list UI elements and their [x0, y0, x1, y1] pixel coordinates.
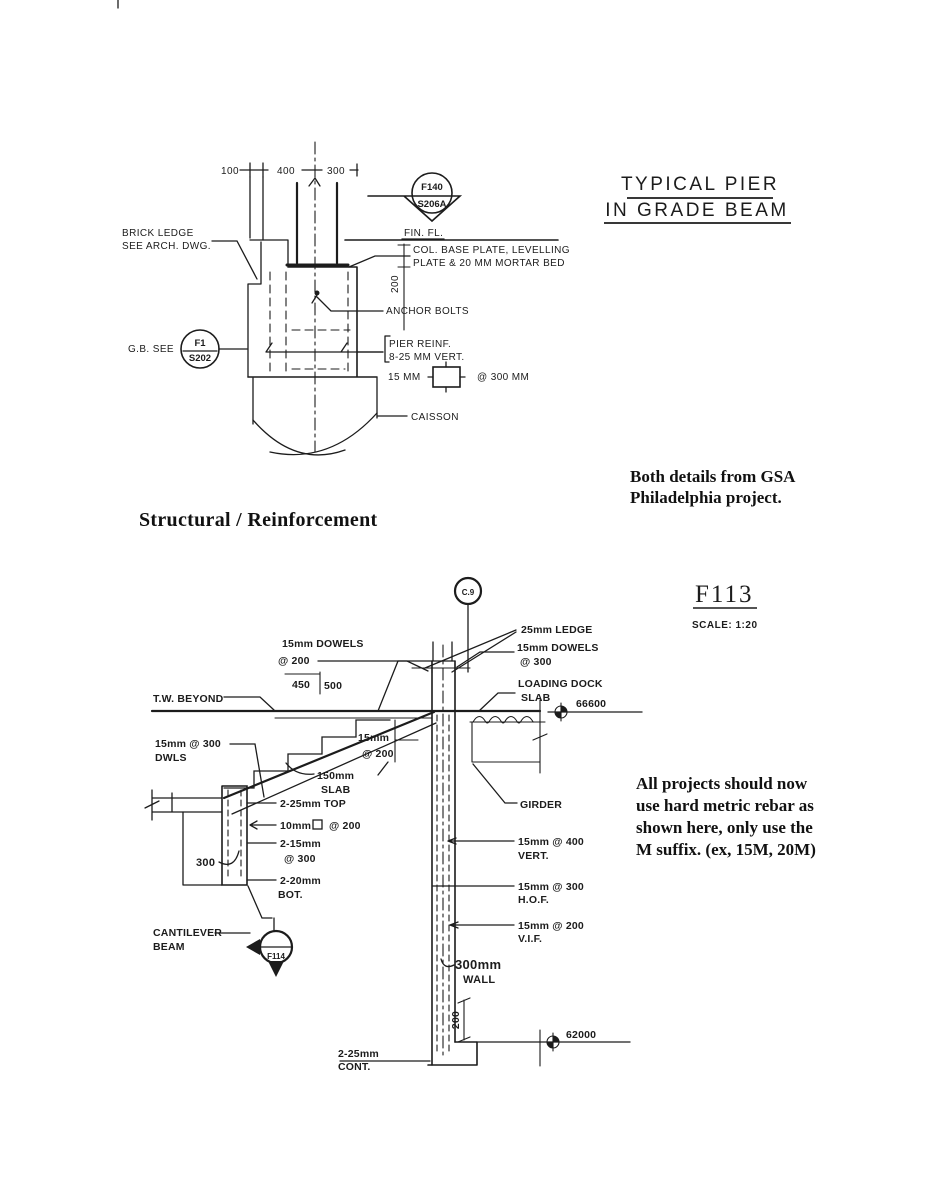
label-col-base-1: COL. BASE PLATE, LEVELLING: [413, 245, 570, 256]
note-metric-rebar: All projects should now use hard metric …: [636, 773, 816, 861]
grid-bubble-label: C.9: [462, 588, 475, 597]
label-dowels300-2: @ 300: [520, 656, 552, 668]
label-slab150-2: SLAB: [321, 784, 351, 796]
label-ledge: 25mm LEDGE: [521, 624, 592, 636]
section-bubble-label: F114: [267, 952, 285, 961]
elevation-target-bottom-icon: [476, 1029, 631, 1067]
label-gb-see: G.B. SEE: [128, 344, 174, 355]
label-cont-2: CONT.: [338, 1061, 371, 1073]
label-vif-2: V.I.F.: [518, 933, 542, 945]
dim-200-footing: 200: [450, 1011, 462, 1029]
label-cont-1: 2-25mm: [338, 1048, 379, 1060]
dim-450: 450: [292, 679, 310, 691]
tie-symbol-icon: [427, 361, 466, 393]
note-gsa-project: Both details from GSA Philadelphia proje…: [630, 466, 795, 508]
ref-bubble-top-label: F140: [421, 182, 443, 193]
label-slab150-1: 150mm: [317, 770, 354, 782]
bottom-detail-labels: C.9 25mm LEDGE 15mm DOWELS @ 300 LOADING…: [153, 588, 606, 1073]
bottom-detail-title: F113 SCALE: 1:20: [692, 581, 758, 631]
top-detail-title: TYPICAL PIER IN GRADE BEAM: [604, 174, 791, 224]
grid-bubble-icon: [453, 576, 483, 673]
label-ties-2: @ 200: [329, 820, 361, 832]
bottom-detail-linework: [144, 576, 643, 1067]
label-bot-bars-1: 2-20mm: [280, 875, 321, 887]
label-vert-2: VERT.: [518, 850, 549, 862]
dim-100: 100: [221, 166, 239, 177]
top-detail-labels: 100 400 300 200 F140 S206A FIN. FL. BRIC…: [122, 166, 570, 423]
label-tie-size: 15 MM: [388, 372, 421, 383]
elevation-top: 66600: [576, 698, 606, 710]
detail-scale: SCALE: 1:20: [692, 620, 758, 631]
detail-marker-f1-icon: [180, 329, 248, 369]
label-brick-ledge-2: SEE ARCH. DWG.: [122, 241, 211, 252]
label-dowels200-1: 15mm DOWELS: [282, 638, 364, 650]
label-bot-bars-2: BOT.: [278, 889, 303, 901]
gb-bubble-bottom-label: S202: [189, 353, 211, 364]
label-dowels200-2: @ 200: [278, 655, 310, 667]
gb-bubble-top-label: F1: [194, 338, 206, 349]
label-girder: GIRDER: [520, 799, 562, 811]
label-hof-2: H.O.F.: [518, 894, 549, 906]
note-gsa-line1: Both details from GSA: [630, 467, 796, 486]
label-fin-fl: FIN. FL.: [404, 228, 443, 239]
label-dwls300-1: 15mm @ 300: [155, 738, 221, 750]
label-wall-1: 300mm: [455, 957, 501, 972]
note-gsa-line2: Philadelphia project.: [630, 488, 782, 507]
section-heading: Structural / Reinforcement: [139, 509, 378, 531]
label-hof-1: 15mm @ 300: [518, 881, 584, 893]
label-mid200-1: 15mm: [358, 732, 389, 744]
dim-500: 500: [324, 680, 342, 692]
elevation-bottom: 62000: [566, 1029, 596, 1041]
note-metric-line1: All projects should now: [636, 774, 808, 793]
label-cantilever-2: BEAM: [153, 941, 185, 953]
label-loading-dock-1: LOADING DOCK: [518, 678, 603, 690]
note-metric-line3: shown here, only use the: [636, 818, 813, 837]
top-detail-linework: [117, 0, 559, 456]
top-title-line2: IN GRADE BEAM: [605, 200, 788, 221]
label-tw-beyond: T.W. BEYOND: [153, 693, 224, 705]
label-vif-1: 15mm @ 200: [518, 920, 584, 932]
anchor-bolt-icon: [314, 290, 320, 296]
label-cantilever-1: CANTILEVER: [153, 927, 222, 939]
label-wall-2: WALL: [463, 974, 495, 986]
stirrup-symbol-icon: [312, 819, 323, 830]
label-top-bars: 2-25mm TOP: [280, 798, 346, 810]
top-title-line1: TYPICAL PIER: [621, 174, 779, 195]
label-side-bars-2: @ 300: [284, 853, 316, 865]
label-col-base-2: PLATE & 20 MM MORTAR BED: [413, 258, 565, 269]
label-loading-dock-2: SLAB: [521, 692, 551, 704]
dim-400: 400: [277, 166, 295, 177]
detail-marker-f140-icon: [367, 172, 463, 223]
label-dowels300-1: 15mm DOWELS: [517, 642, 599, 654]
note-metric-line4: M suffix. (ex, 15M, 20M): [636, 840, 816, 859]
section-marker-f114-icon: [246, 929, 294, 977]
note-metric-line2: use hard metric rebar as: [636, 796, 814, 815]
ref-bubble-bottom-label: S206A: [417, 199, 446, 210]
label-brick-ledge-1: BRICK LEDGE: [122, 228, 194, 239]
dim-300-beam: 300: [196, 857, 215, 869]
elevation-target-top-icon: [547, 702, 643, 722]
label-caisson: CAISSON: [411, 412, 459, 423]
label-mid200-2: @ 200: [362, 748, 394, 760]
detail-id: F113: [695, 581, 753, 608]
label-side-bars-1: 2-15mm: [280, 838, 321, 850]
label-ties-1: 10mm: [280, 820, 311, 832]
label-pier-reinf-2: 8-25 MM VERT.: [389, 352, 465, 363]
label-anchor-bolts: ANCHOR BOLTS: [386, 306, 469, 317]
dim-300: 300: [327, 166, 345, 177]
label-pier-reinf-1: PIER REINF.: [389, 339, 451, 350]
label-tie-spacing: @ 300 MM: [477, 372, 529, 383]
label-dwls300-2: DWLS: [155, 752, 187, 764]
dim-200: 200: [390, 275, 401, 293]
label-vert-1: 15mm @ 400: [518, 836, 584, 848]
